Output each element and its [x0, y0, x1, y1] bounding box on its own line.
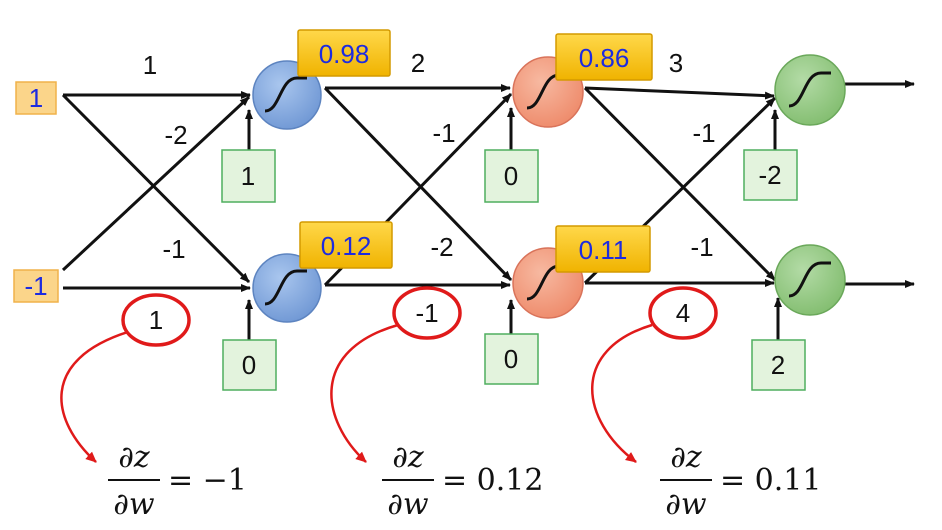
weight-label-w6: -2 [430, 232, 453, 262]
svg-text:= 0.11: = 0.11 [720, 463, 821, 498]
bias-box-layer1-top: 1 [221, 149, 276, 203]
neuron-layer1-bottom [252, 253, 322, 323]
bias-box-layer2-top: 0 [484, 149, 539, 203]
edge-n11-n22 [323, 86, 513, 282]
svg-text:= −1: = −1 [168, 463, 247, 498]
output-value-layer2-top: 0.86 [555, 33, 653, 81]
svg-text:0.98: 0.98 [319, 39, 370, 69]
svg-text:= 0.12: = 0.12 [442, 463, 543, 498]
weight-label-w9: -1 [690, 232, 713, 262]
output-value-layer1-top: 0.98 [297, 29, 391, 77]
svg-text:-2: -2 [758, 160, 781, 190]
input-value-1: 1 [29, 83, 43, 113]
svg-text:1: 1 [241, 161, 255, 191]
output-value-layer1-bottom: 0.12 [299, 221, 393, 269]
edge-n21-n32 [583, 86, 777, 282]
weight-label-w3: -1 [162, 234, 185, 264]
weight-label-w2: -2 [164, 120, 187, 150]
svg-text:1: 1 [149, 305, 163, 335]
svg-text:0.11: 0.11 [579, 235, 628, 265]
svg-text:∂z: ∂z [118, 440, 150, 475]
edge-n21-n31 [584, 86, 775, 100]
svg-text:-1: -1 [415, 298, 438, 328]
output-value-layer2-bottom: 0.11 [555, 225, 651, 273]
weight-label-w8: -1 [692, 118, 715, 148]
svg-text:∂z: ∂z [392, 440, 424, 475]
highlight-weight-2: -1 [392, 286, 462, 340]
derivative-formula-1: ∂z ∂w = −1 [108, 440, 247, 522]
svg-text:∂z: ∂z [670, 440, 702, 475]
sigmoid-icon [264, 76, 307, 113]
derivative-formula-2: ∂z ∂w = 0.12 [382, 440, 543, 522]
curved-arrow-2 [330, 323, 399, 463]
svg-text:0.12: 0.12 [321, 231, 372, 261]
bias-box-layer1-bottom: 0 [222, 339, 277, 391]
weight-label-w1: 1 [143, 50, 157, 80]
derivative-formula-3: ∂z ∂w = 0.11 [660, 440, 821, 522]
bias-box-layer2-bottom: 0 [484, 333, 539, 385]
weight-label-w7: 3 [669, 48, 683, 78]
input-node-2: -1 [13, 269, 59, 303]
svg-text:2: 2 [771, 350, 785, 380]
bias-box-layer3-top: -2 [743, 149, 798, 201]
svg-text:0.86: 0.86 [579, 43, 630, 73]
svg-text:0: 0 [242, 350, 256, 380]
neuron-layer3-top [774, 54, 846, 126]
edge-x1-n12 [61, 93, 251, 284]
highlight-weight-1: 1 [121, 293, 191, 347]
sigmoid-icon [788, 71, 831, 108]
sigmoid-icon [264, 269, 307, 306]
highlight-weight-3: 4 [648, 286, 718, 340]
curved-arrow-3 [591, 323, 653, 463]
svg-text:0: 0 [504, 161, 518, 191]
svg-text:∂w: ∂w [113, 487, 155, 522]
svg-text:∂w: ∂w [665, 487, 707, 522]
weight-label-w4: 2 [411, 48, 425, 78]
input-value-2: -1 [24, 271, 47, 301]
input-node-1: 1 [15, 81, 57, 115]
neuron-layer1-top [252, 60, 322, 130]
bias-box-layer3-bottom: 2 [751, 339, 806, 391]
sigmoid-icon [788, 261, 831, 298]
svg-text:0: 0 [504, 344, 518, 374]
curved-arrow-1 [60, 330, 129, 463]
weight-label-w5: -1 [432, 118, 455, 148]
svg-text:∂w: ∂w [387, 487, 429, 522]
svg-text:4: 4 [676, 298, 690, 328]
neuron-layer3-bottom [774, 244, 846, 316]
edge-x2-n11 [61, 95, 251, 272]
